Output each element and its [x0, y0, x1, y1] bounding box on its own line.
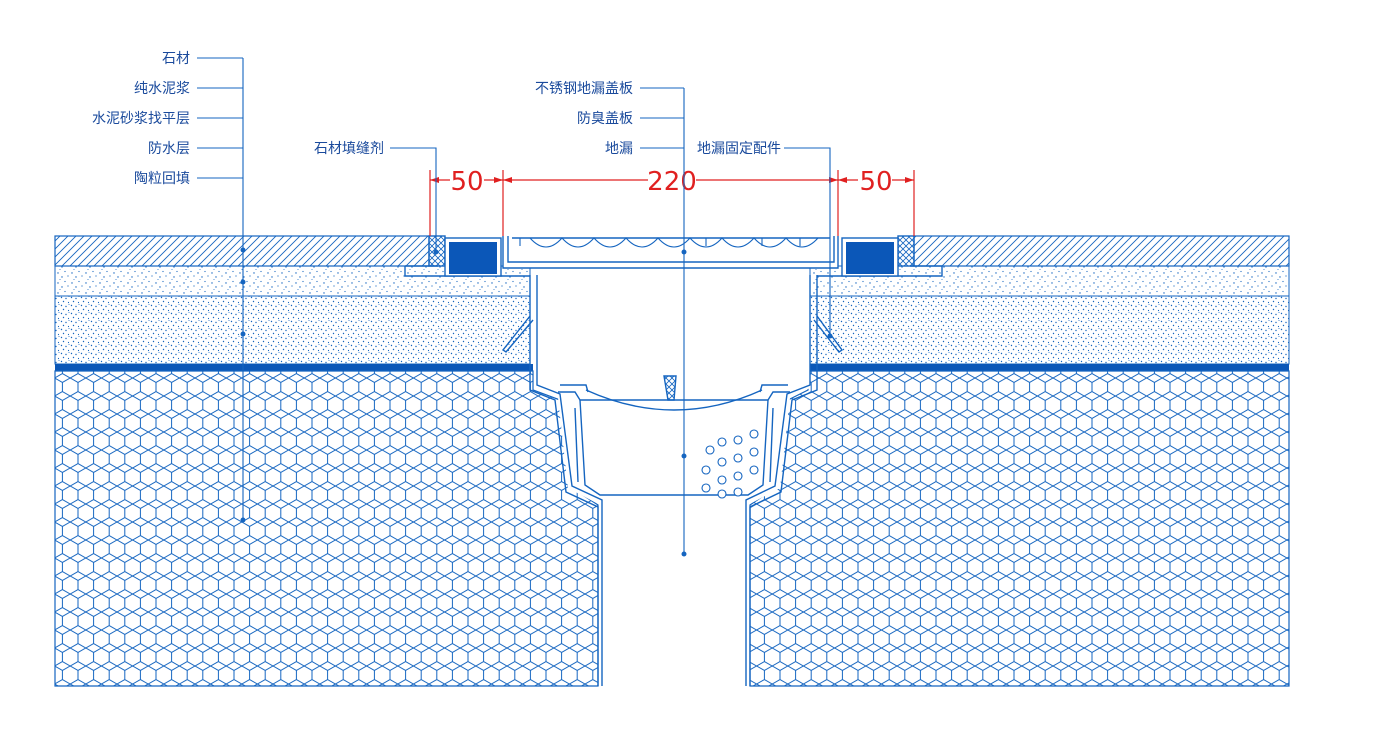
labels-center: 不锈钢地漏盖板 防臭盖板 地漏 [535, 81, 633, 157]
dimension-right: 50 [859, 167, 892, 197]
floor-drain-body [404, 265, 943, 686]
drain-cover-assembly [428, 235, 915, 277]
drain-basket-holes [701, 429, 759, 499]
stone-layer-right [913, 235, 1290, 267]
label-stainless-drain-cover: 不锈钢地漏盖板 [535, 81, 633, 97]
joint-filler-right [897, 235, 915, 267]
mortar-layer-right [809, 295, 1290, 365]
label-stone: 石材 [162, 51, 190, 67]
ceramsite-layer-right [749, 370, 1290, 687]
label-drain-fixing: 地漏固定配件 [697, 141, 781, 157]
dimension-labels: 50 220 50 [450, 166, 893, 197]
label-waterproof-layer: 防水层 [148, 141, 190, 157]
label-ceramsite-backfill: 陶粒回填 [134, 171, 190, 187]
ceramsite-layer-left [54, 370, 599, 687]
label-cement-mortar-leveling: 水泥砂浆找平层 [92, 111, 190, 127]
label-floor-drain: 地漏 [605, 141, 633, 157]
mortar-layer-left [54, 295, 531, 365]
labels-left: 石材 纯水泥浆 水泥砂浆找平层 防水层 陶粒回填 [92, 51, 190, 187]
layers-right [749, 235, 1290, 687]
layers-left [54, 235, 599, 687]
waterproof-layer-right [808, 364, 1289, 371]
leader-lines [197, 57, 833, 557]
label-pure-cement-slurry: 纯水泥浆 [134, 81, 190, 97]
label-anti-odor-plate: 防臭盖板 [577, 111, 633, 127]
waterproof-layer-left [55, 364, 533, 371]
dimension-center: 220 [647, 167, 697, 197]
label-joint-filler: 石材填缝剂 [314, 141, 384, 157]
dimension-left: 50 [450, 167, 483, 197]
